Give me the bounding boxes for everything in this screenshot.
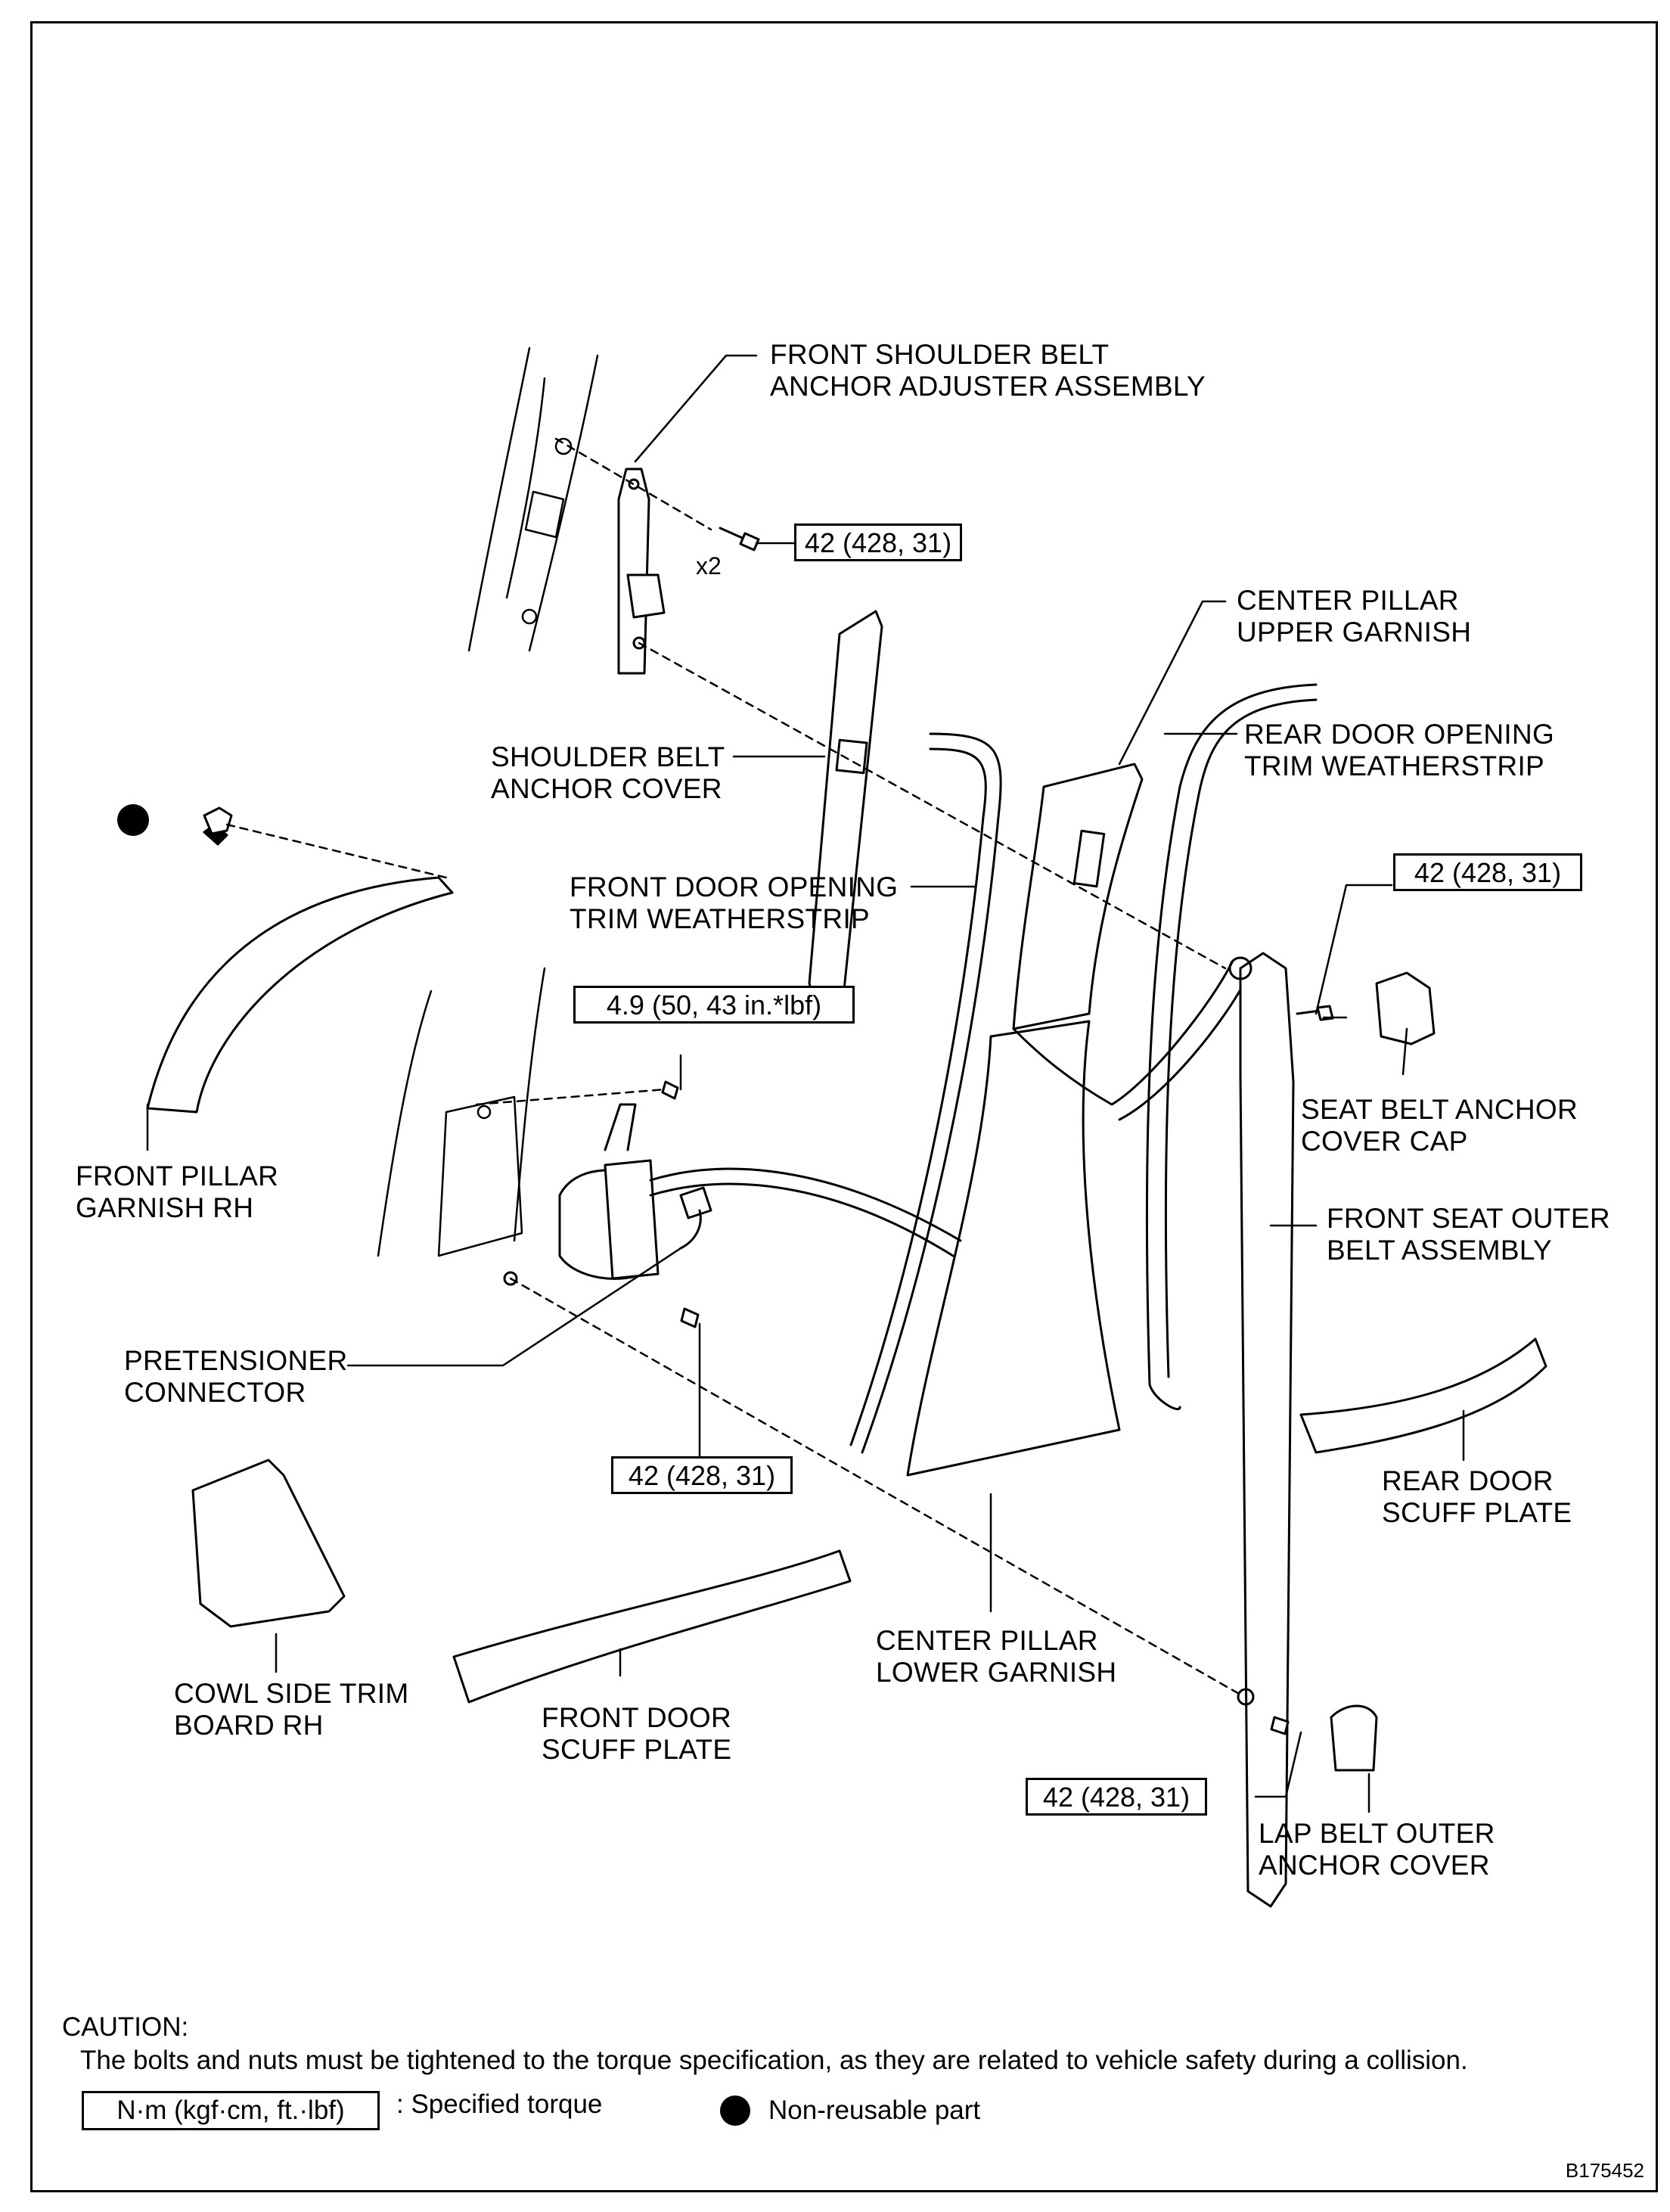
label-shoulder-belt-anchor-cover: SHOULDER BELT ANCHOR COVER (491, 741, 725, 804)
retractor-bolts (503, 1080, 700, 1328)
alignment-lines (225, 437, 1242, 1696)
non-reusable-marker (117, 804, 149, 836)
diagram-frame (30, 21, 1658, 2192)
caution-title: CAUTION: (62, 2012, 189, 2042)
label-rear-door-opening-weatherstrip: REAR DOOR OPENING TRIM WEATHERSTRIP (1244, 719, 1555, 781)
label-front-door-scuff-plate: FRONT DOOR SCUFF PLATE (542, 1702, 732, 1765)
adjuster-bolt (719, 527, 760, 551)
torque-box-lap-anchor: 42 (428, 31) (1026, 1778, 1207, 1816)
label-seat-belt-anchor-cover-cap: SEAT BELT ANCHOR COVER CAP (1301, 1094, 1578, 1157)
pretensioner-connector-part (679, 1186, 712, 1250)
bolt-count-label: x2 (696, 552, 722, 579)
legend-torque-desc: : Specified torque (396, 2089, 603, 2119)
front-door-scuff-plate-part (452, 1549, 852, 1704)
front-seat-outer-belt-part (1012, 952, 1295, 1908)
label-rear-door-scuff-plate: REAR DOOR SCUFF PLATE (1382, 1465, 1572, 1528)
seat-belt-anchor-cover-cap-part (1375, 971, 1436, 1045)
body-pillar-upper (467, 346, 599, 652)
center-pillar-lower-garnish-part (906, 1020, 1121, 1477)
figure-id: B175452 (1565, 2159, 1644, 2182)
torque-box-retractor-lower: 42 (428, 31) (611, 1456, 793, 1494)
shoulder-belt-anchor-adjuster (617, 468, 666, 675)
legend-non-reusable-text: Non-reusable part (768, 2095, 981, 2125)
legend-torque-unit: N·m (kgf·cm, ft.·lbf) (82, 2091, 380, 2130)
rear-door-scuff-plate-part (1299, 1337, 1547, 1454)
body-pillar-lower (377, 967, 546, 1257)
torque-box-retractor-upper: 4.9 (50, 43 in.*lbf) (573, 986, 855, 1024)
cowl-side-trim-board-part (191, 1459, 346, 1628)
label-pretensioner-connector: PRETENSIONER CONNECTOR (124, 1345, 348, 1408)
label-cowl-side-trim-board-rh: COWL SIDE TRIM BOARD RH (174, 1678, 409, 1741)
center-pillar-upper-garnish-part (1012, 763, 1144, 1030)
rear-door-weatherstrip-part (1145, 683, 1318, 1411)
lap-belt-outer-anchor-cover-part (1270, 1704, 1378, 1772)
label-center-pillar-upper-garnish: CENTER PILLAR UPPER GARNISH (1237, 585, 1472, 648)
label-front-shoulder-belt-anchor-adjuster: FRONT SHOULDER BELT ANCHOR ADJUSTER ASSE… (770, 339, 1206, 402)
label-lap-belt-outer-anchor-cover: LAP BELT OUTER ANCHOR COVER (1259, 1818, 1495, 1881)
front-door-weatherstrip-part (849, 732, 1002, 1454)
label-front-pillar-garnish-rh: FRONT PILLAR GARNISH RH (76, 1160, 279, 1223)
non-reusable-clip (203, 806, 233, 835)
shoulder-belt-anchor-cover-part (808, 610, 883, 1000)
retractor-part (558, 1103, 962, 1280)
legend-non-reusable-dot (720, 2095, 750, 2126)
caution-block: CAUTION: The bolts and nuts must be tigh… (62, 2011, 1468, 2077)
label-center-pillar-lower-garnish: CENTER PILLAR LOWER GARNISH (876, 1625, 1117, 1688)
torque-box-adjuster: 42 (428, 31) (794, 523, 962, 561)
label-front-door-opening-weatherstrip: FRONT DOOR OPENING TRIM WEATHERSTRIP (570, 871, 899, 934)
label-front-seat-outer-belt-assembly: FRONT SEAT OUTER BELT ASSEMBLY (1327, 1203, 1610, 1266)
torque-box-shoulder-anchor: 42 (428, 31) (1393, 853, 1582, 891)
caution-text: The bolts and nuts must be tightened to … (80, 2046, 1468, 2075)
leader-lines (146, 354, 1465, 1813)
